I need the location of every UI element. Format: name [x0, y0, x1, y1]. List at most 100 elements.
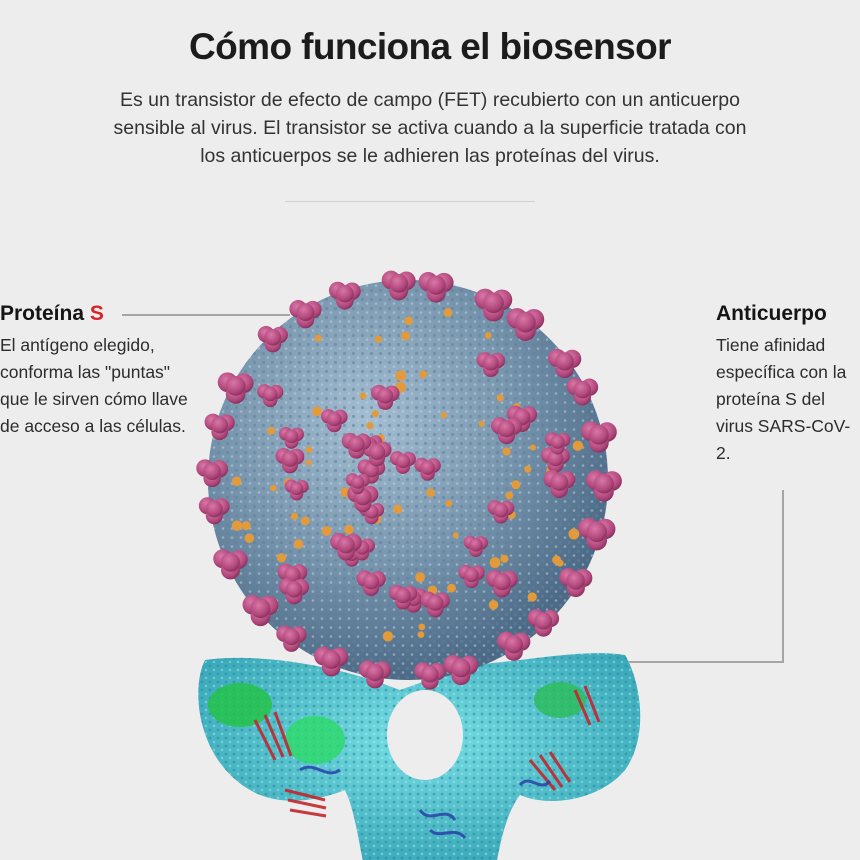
virus-surface-dot — [572, 440, 584, 451]
virus-surface-dot — [359, 392, 367, 400]
virus-surface-dot — [270, 484, 277, 492]
spike-protein — [198, 497, 230, 525]
spike-protein — [491, 417, 522, 445]
spike-protein — [370, 384, 400, 410]
virus-surface-dot — [231, 520, 243, 531]
header-divider — [285, 201, 535, 202]
virus-surface-dot — [312, 406, 322, 417]
spike-protein — [585, 470, 622, 502]
virus-surface-dot — [511, 480, 521, 490]
spike-protein — [414, 662, 446, 690]
virus-surface-dot — [489, 557, 501, 568]
spike-protein — [543, 470, 576, 499]
spike-protein — [486, 569, 518, 598]
antibody-title: Anticuerpo — [716, 302, 827, 325]
virus-surface-dot — [300, 516, 310, 526]
virus-surface-dot — [290, 512, 299, 521]
spike-protein — [278, 578, 310, 605]
virus-surface-dot — [366, 422, 374, 430]
spike-protein — [289, 300, 322, 329]
spike-protein — [540, 447, 570, 473]
spike-protein — [544, 432, 571, 455]
virus-surface-dot — [401, 331, 411, 341]
spike-protein — [284, 479, 309, 501]
spike-protein — [320, 408, 348, 433]
virus-surface-dot — [404, 316, 413, 326]
virus-surface-dot — [267, 426, 276, 435]
virus-surface-dot — [505, 491, 514, 500]
spike-protein — [356, 570, 386, 596]
virus-surface-dot — [452, 532, 459, 539]
spike-protein — [204, 413, 235, 441]
virus-surface-dot — [374, 335, 383, 343]
spike-protein — [487, 500, 515, 524]
spike-protein — [275, 448, 305, 474]
spike-protein — [418, 272, 454, 303]
virus-surface-dot — [371, 410, 379, 418]
virus-surface-dot — [556, 559, 564, 567]
virus-surface-dot — [241, 521, 251, 531]
virus-surface-dot — [293, 539, 304, 549]
virus-surface-dot — [496, 394, 504, 402]
spike-protein — [581, 421, 617, 453]
spike-protein — [566, 377, 599, 406]
virus-surface-dot — [276, 553, 287, 563]
page-title: Cómo funciona el biosensor — [189, 26, 672, 67]
antibody-description: Tiene afinidad específica con la proteín… — [716, 335, 851, 463]
virus-surface-dot — [524, 465, 532, 473]
spike-protein — [458, 564, 485, 589]
spike-protein — [474, 288, 513, 322]
antibody-molecule-illustration — [198, 653, 641, 860]
antibody-callout: Anticuerpo Tiene afinidad específica con… — [716, 302, 860, 467]
spike-protein — [257, 325, 288, 353]
spike-protein — [213, 549, 248, 580]
spike-protein — [362, 440, 392, 467]
virus-surface-dot — [568, 528, 580, 540]
virus-surface-dot — [395, 370, 407, 381]
virus-surface-dot — [488, 600, 499, 610]
virus-surface-dot — [393, 504, 403, 514]
virus-surface-dot — [418, 623, 426, 631]
coronavirus-illustration — [196, 270, 622, 690]
protein-s-accent: S — [89, 302, 104, 325]
spike-protein — [196, 459, 229, 488]
spike-protein — [578, 517, 616, 551]
spike-protein — [559, 568, 593, 598]
spike-protein — [314, 646, 349, 677]
virus-surface-dot — [344, 524, 354, 535]
spike-protein — [242, 594, 279, 627]
virus-surface-dot — [443, 308, 453, 317]
spike-protein — [497, 631, 531, 661]
spike-protein — [381, 270, 416, 301]
protein-s-description: El antígeno elegido, conforma las "punta… — [0, 335, 188, 436]
virus-surface-dot — [419, 370, 428, 379]
spike-protein — [345, 473, 370, 495]
virus-surface-dot — [321, 526, 332, 536]
virus-surface-dot — [231, 476, 242, 486]
spike-protein — [463, 535, 489, 557]
page-subtitle: Es un transistor de efecto de campo (FET… — [113, 89, 747, 167]
virus-surface-dot — [415, 572, 426, 583]
protein-s-title: Proteína S — [0, 302, 104, 325]
virus-surface-dot — [382, 631, 394, 642]
spike-protein — [414, 457, 441, 481]
spike-protein — [278, 426, 304, 449]
virus-surface-dot — [502, 447, 511, 456]
virus-surface-dot — [305, 446, 313, 454]
spike-protein — [330, 532, 362, 561]
virus-surface-dot — [417, 631, 425, 638]
virus-surface-dot — [445, 499, 453, 507]
virus-surface-dot — [244, 533, 255, 544]
virus-surface-dot — [426, 488, 436, 498]
virus-surface-dot — [484, 332, 492, 339]
virus-surface-dot — [314, 334, 322, 342]
spike-protein — [476, 352, 506, 378]
spike-protein — [389, 451, 416, 474]
spike-protein — [341, 432, 372, 459]
virus-surface-dot — [529, 444, 537, 451]
spike-protein — [358, 660, 391, 689]
spike-protein — [548, 348, 582, 379]
virus-surface-dot — [478, 420, 485, 427]
spike-protein — [257, 384, 284, 408]
